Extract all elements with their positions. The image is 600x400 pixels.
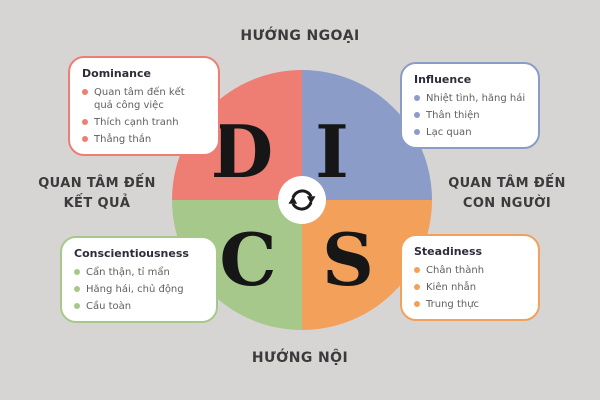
trait-item: Quan tâm đến kết quả công việc	[82, 86, 206, 112]
axis-left-line2: KẾT QUẢ	[63, 195, 131, 211]
quadrant-letter-i: I	[315, 109, 349, 194]
trait-item: Cầu toàn	[74, 300, 204, 313]
bullet-dot	[414, 95, 420, 101]
dominance-trait-list: Quan tâm đến kết quả công việc Thích cạn…	[82, 86, 206, 146]
cycle-arrows-icon	[288, 189, 316, 211]
bullet-dot	[74, 303, 80, 309]
bullet-dot	[414, 267, 420, 273]
trait-item: Thẳng thắn	[82, 133, 206, 146]
axis-label-introvert: HƯỚNG NỘI	[251, 350, 349, 366]
bullet-dot	[74, 269, 80, 275]
trait-item: Kiên nhẫn	[414, 281, 526, 294]
quadrant-letter-d: D	[210, 109, 274, 194]
trait-item: Nhiệt tình, hăng hái	[414, 92, 526, 105]
trait-item: Thích cạnh tranh	[82, 116, 206, 129]
center-badge	[278, 176, 326, 224]
bullet-dot	[414, 284, 420, 290]
conscientiousness-box: Conscientiousness Cẩn thận, tỉ mẩn Hăng …	[60, 236, 218, 323]
influence-title: Influence	[414, 73, 472, 86]
steadiness-trait-list: Chân thành Kiên nhẫn Trung thực	[414, 264, 526, 311]
trait-item: Thân thiện	[414, 109, 526, 122]
dominance-title: Dominance	[82, 67, 151, 80]
bullet-dot	[82, 136, 88, 142]
trait-item: Cẩn thận, tỉ mẩn	[74, 266, 204, 279]
conscientiousness-title: Conscientiousness	[74, 247, 189, 260]
bullet-dot	[414, 129, 420, 135]
trait-item: Lạc quan	[414, 126, 526, 139]
axis-right-line2: CON NGƯỜI	[462, 195, 552, 211]
steadiness-box: Steadiness Chân thành Kiên nhẫn Trung th…	[400, 234, 540, 321]
trait-item: Hăng hái, chủ động	[74, 283, 204, 296]
steadiness-title: Steadiness	[414, 245, 483, 258]
bullet-dot	[82, 119, 88, 125]
influence-box: Influence Nhiệt tình, hăng hái Thân thiệ…	[400, 62, 540, 149]
axis-label-extrovert: HƯỚNG NGOẠI	[240, 28, 360, 44]
axis-left-line1: QUAN TÂM ĐẾN	[38, 176, 156, 191]
bullet-dot	[414, 301, 420, 307]
bullet-dot	[74, 286, 80, 292]
bullet-dot	[82, 89, 88, 95]
axis-right-line1: QUAN TÂM ĐẾN	[448, 176, 566, 191]
dominance-box: Dominance Quan tâm đến kết quả công việc…	[68, 56, 220, 156]
axis-label-results: QUAN TÂM ĐẾN KẾT QUẢ	[26, 174, 168, 213]
trait-item: Chân thành	[414, 264, 526, 277]
quadrant-letter-s: S	[322, 217, 374, 302]
axis-label-people: QUAN TÂM ĐẾN CON NGƯỜI	[436, 174, 578, 213]
trait-item: Trung thực	[414, 298, 526, 311]
influence-trait-list: Nhiệt tình, hăng hái Thân thiện Lạc quan	[414, 92, 526, 139]
bullet-dot	[414, 112, 420, 118]
conscientiousness-trait-list: Cẩn thận, tỉ mẩn Hăng hái, chủ động Cầu …	[74, 266, 204, 313]
quadrant-letter-c: C	[219, 217, 277, 302]
